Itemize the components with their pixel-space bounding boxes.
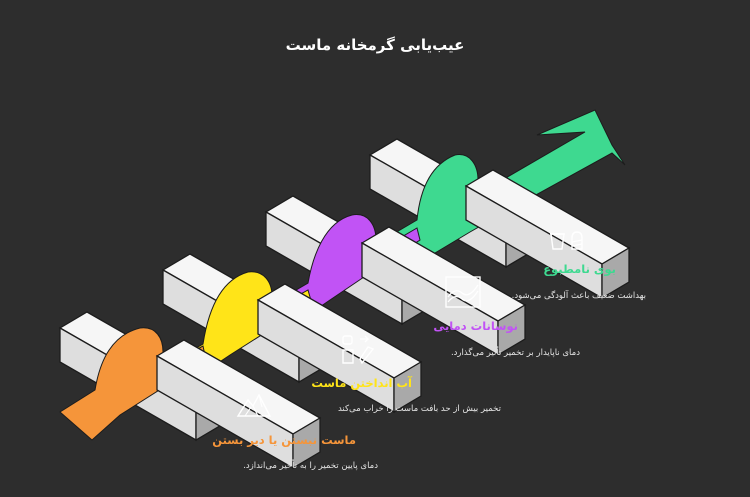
step-label-bad-smell: بوی نامطبوع bbox=[543, 262, 616, 276]
step-label-whey-separation: آب انداختن ماست bbox=[311, 376, 412, 390]
step-desc-temp-fluctuation: دمای ناپایدار بر تخمیر تأثیر می‌گذارد. bbox=[450, 348, 580, 358]
cleaning-icon bbox=[550, 231, 583, 250]
step-desc-not-setting: دمای پایین تخمیر را به تأخیر می‌اندازد. bbox=[243, 461, 378, 471]
step-desc-bad-smell: بهداشت ضعیف باعث آلودگی می‌شود. bbox=[511, 291, 646, 301]
mountain-icon bbox=[236, 393, 272, 417]
ribbon-orange bbox=[59, 327, 207, 441]
step-desc-whey-separation: تخمیر بیش از حد بافت ماست را خراب می‌کند bbox=[337, 404, 501, 414]
ribbon-purple bbox=[277, 214, 421, 316]
step-label-temp-fluctuation: نوسانات دمایی bbox=[433, 319, 518, 333]
recycle-icon bbox=[342, 335, 375, 365]
step-label-not-setting: ماست نبستن یا دیر بستن bbox=[212, 433, 356, 447]
waves-icon bbox=[445, 276, 481, 308]
diagram-title: عیب‌یابی گرمخانه ماست bbox=[285, 36, 465, 54]
ribbon-yellow bbox=[170, 271, 313, 376]
